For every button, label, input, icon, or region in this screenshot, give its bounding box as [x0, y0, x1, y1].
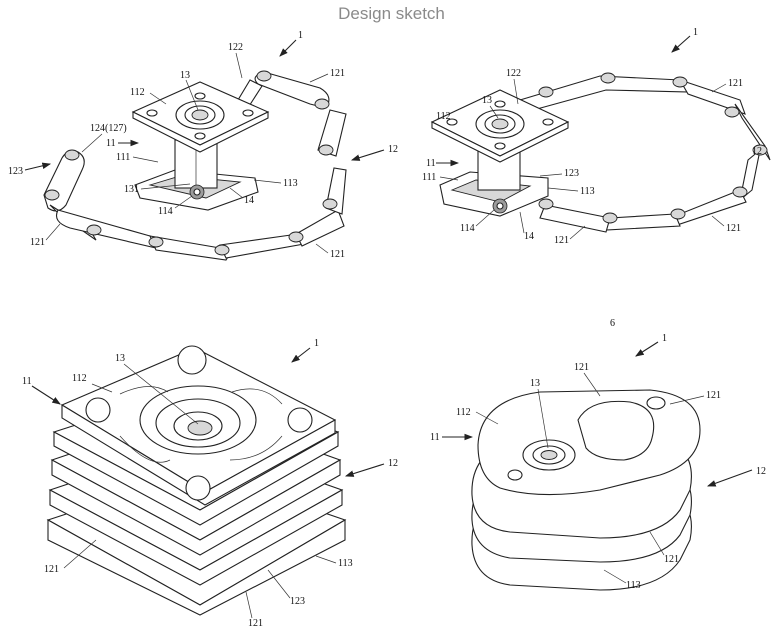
label-12-c: 12 — [388, 458, 398, 469]
label-131-a: 131 — [124, 184, 139, 195]
label-11-b: 11 — [426, 158, 436, 169]
label-112-a: 112 — [130, 87, 145, 98]
chain-links-a — [43, 70, 347, 261]
label-121-b-top: 121 — [728, 78, 743, 89]
lock-body-b — [430, 89, 570, 217]
label-11-d: 11 — [430, 432, 440, 443]
label-123-b: 123 — [564, 168, 579, 179]
label-14-b: 14 — [524, 231, 534, 242]
label-121-b-bottom: 121 — [554, 235, 569, 246]
figure-b-partial-lock: 1 122 121 13 112 11 111 123 113 114 14 1… — [422, 27, 771, 246]
figure-a-exploded-lock: 1 122 121 13 112 124(127) 11 111 123 131… — [8, 30, 398, 261]
lock-body-a — [131, 81, 270, 211]
label-1-b: 1 — [693, 27, 698, 38]
label-121-a-right: 121 — [330, 249, 345, 260]
label-6-d: 6 — [610, 318, 615, 329]
figure-c-folded-square-lock: 1 13 11 112 12 121 113 123 121 — [22, 338, 398, 629]
top-plate-d — [477, 389, 701, 496]
label-13-c: 13 — [115, 353, 125, 364]
label-121-c-left: 121 — [44, 564, 59, 575]
label-123-c: 123 — [290, 596, 305, 607]
label-121-d-bottom: 121 — [664, 554, 679, 565]
label-1-d: 1 — [662, 333, 667, 344]
label-124-a: 124(127) — [90, 123, 127, 134]
label-12-b: 12 — [752, 146, 762, 157]
label-112-b: 112 — [436, 111, 451, 122]
label-113-d: 113 — [626, 580, 641, 591]
label-13-d: 13 — [530, 378, 540, 389]
label-111-a: 111 — [116, 152, 130, 163]
label-114-a: 114 — [158, 206, 173, 217]
label-114-b: 114 — [460, 223, 475, 234]
label-112-d: 112 — [456, 407, 471, 418]
label-11-c: 11 — [22, 376, 32, 387]
label-121-a-left: 121 — [30, 237, 45, 248]
chain-rivets-a — [44, 70, 338, 256]
label-111-b: 111 — [422, 172, 436, 183]
chain-links-b — [499, 72, 771, 233]
label-121-a-top: 121 — [330, 68, 345, 79]
top-plate-c — [60, 345, 337, 506]
label-11-a: 11 — [106, 138, 116, 149]
label-123-a: 123 — [8, 166, 23, 177]
page-title: Design sketch — [338, 4, 445, 23]
label-121-b-right: 121 — [726, 223, 741, 234]
label-14-a: 14 — [244, 195, 254, 206]
label-121-d-right: 121 — [706, 390, 721, 401]
label-113-b: 113 — [580, 186, 595, 197]
label-12-d: 12 — [756, 466, 766, 477]
label-13-b: 13 — [482, 95, 492, 106]
label-1-c: 1 — [314, 338, 319, 349]
figure-d-folded-round-lock: 6 1 121 13 121 112 11 12 121 113 — [430, 318, 766, 591]
label-121-c-bottom: 121 — [248, 618, 263, 629]
label-113-c: 113 — [338, 558, 353, 569]
label-113-a: 113 — [283, 178, 298, 189]
label-13-a: 13 — [180, 70, 190, 81]
label-12-a: 12 — [388, 144, 398, 155]
label-122-b: 122 — [506, 68, 521, 79]
chain-rivets-b — [538, 72, 768, 224]
label-112-c: 112 — [72, 373, 87, 384]
label-1-a: 1 — [298, 30, 303, 41]
label-121-d-top: 121 — [574, 362, 589, 373]
label-122-a: 122 — [228, 42, 243, 53]
